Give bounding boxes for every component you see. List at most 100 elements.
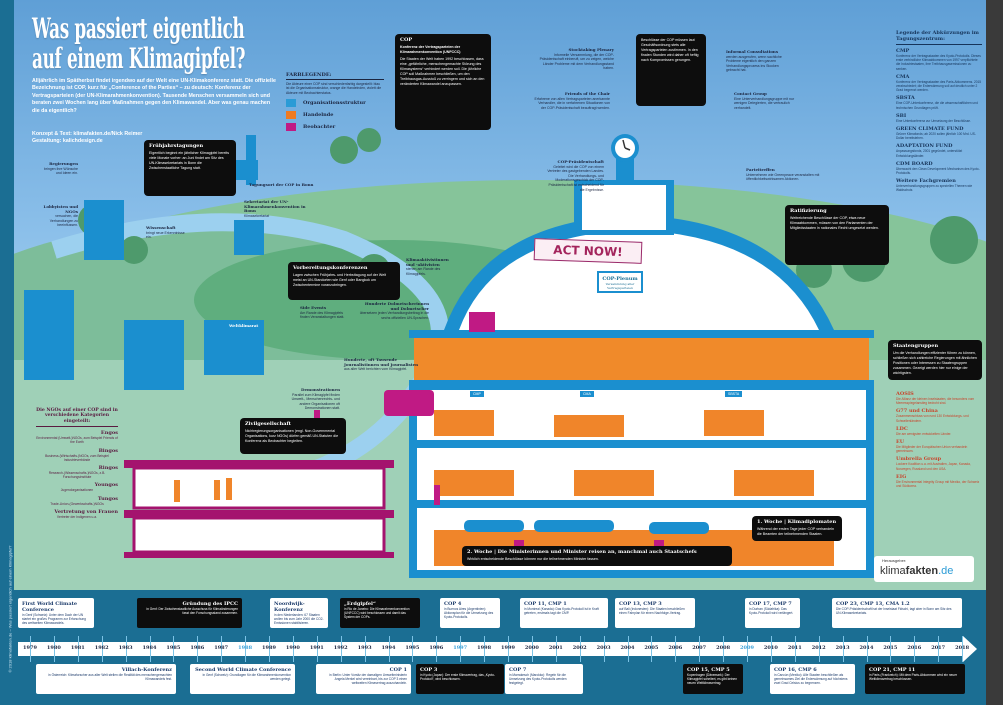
group-term: LDC	[896, 425, 908, 432]
group-term: EU	[896, 439, 905, 446]
callout-week-1: 1. Woche | Klimadiplomaten Während der e…	[752, 516, 842, 541]
legend-label: Handelnde	[303, 112, 334, 119]
plenum-subtitle: Versammlung aller Vertragsparteien	[605, 282, 635, 290]
color-legend: FARBLEGENDE: Die Akteure einer COP sind …	[286, 72, 384, 135]
imprint-strip: © 2018 klimafakten.de – Was passiert eig…	[0, 0, 14, 673]
publisher-logo[interactable]: Herausgeber: klimafakten.de	[874, 556, 974, 582]
callout-week-2: 2. Woche | Die Ministerinnen und Ministe…	[462, 546, 732, 566]
timeline-tick	[962, 636, 964, 662]
page-title: Was passiert eigentlich auf einem Klimag…	[32, 14, 246, 74]
timeline-year: 2000	[524, 645, 539, 651]
timeline-year: 2001	[548, 645, 563, 651]
timeline-tick	[699, 636, 701, 662]
legend-item: Beobachter	[286, 123, 384, 132]
sidebar-desc: Konferenz der Vertragsstaaten des Paris-…	[896, 79, 982, 93]
note-text: aus aller Welt berichten vom Klimagipfel…	[344, 367, 408, 372]
event-title: COP 17, CMP 7	[749, 601, 792, 607]
note-bonn: Tagungsort der COP in Bonn	[249, 182, 329, 188]
note-title: Tagungsort der COP in Bonn	[249, 182, 314, 187]
timeline-arrow-icon	[963, 636, 977, 662]
event-title: COP 4	[444, 601, 462, 607]
timeline-tick	[603, 636, 605, 662]
note-title: Klimaaktivistinnen und -aktivisten	[406, 257, 449, 267]
timeline-year: 1989	[262, 645, 276, 651]
timeline-year: 1981	[70, 645, 85, 651]
ngo-building	[124, 460, 394, 558]
event-text: in Genf: Der Zwischenstaatliche Ausschus…	[146, 607, 238, 616]
callout-final-hours: Beschlüsse der COP müssen laut Geschäfts…	[636, 34, 706, 106]
car	[534, 520, 614, 532]
event-title: COP 13, CMP 3	[619, 601, 662, 607]
ngo-term: Engos	[100, 430, 118, 437]
event-title: COP 3	[420, 667, 438, 673]
tree	[330, 136, 358, 164]
callout-staatengruppen: Staatengruppen Um die Verhandlungen effi…	[888, 340, 982, 380]
timeline-tick	[149, 636, 151, 662]
timeline-year: 1988	[238, 645, 253, 651]
timeline-tick	[723, 636, 725, 662]
timeline-tick	[388, 636, 390, 662]
callout-text: Während der ersten Tage jeder COP verhan…	[757, 527, 834, 536]
sidebar-term: SBI	[896, 112, 907, 119]
event-text: auf Bali (Indonesien): Die Staaten besch…	[619, 607, 685, 616]
ngo-desc: Business-(Wirtschafts-)NGOs, zum Beispie…	[45, 453, 109, 462]
timeline-tick	[508, 636, 509, 662]
poster: Was passiert eigentlich auf einem Klimag…	[14, 0, 986, 590]
event-title: Villach-Konferenz	[121, 667, 172, 673]
timeline-year: 2014	[859, 645, 874, 651]
scenery	[14, 128, 986, 590]
credit-design: Gestaltung: kalichdesign.de	[32, 138, 103, 145]
group-desc: Die Allianz der kleinen Inselstaaten, di…	[896, 397, 975, 406]
timeline-year: 1999	[501, 645, 515, 651]
callout-text: Um die Verhandlungen effizienter führen …	[893, 351, 977, 375]
timeline-tick	[101, 636, 103, 662]
timeline-year: 1995	[405, 645, 420, 651]
note-text: Geleitet wird die COP von einem Vertrete…	[547, 164, 604, 192]
tv-van	[384, 390, 434, 416]
event-text: in Kyoto (Japan): Der erste Klimavertrag…	[420, 673, 495, 682]
ngo-term: Tungos	[97, 495, 118, 502]
callout-title: Ratifizierung	[790, 208, 827, 214]
frame-edge	[986, 0, 1003, 705]
timeline-year: 1980	[46, 645, 61, 651]
callout-text: Beschlüsse der COP müssen laut Geschäfts…	[641, 38, 699, 62]
timeline-year: 2013	[835, 645, 850, 651]
callout-subtitle: Konferenz der Vertragsparteien der Klima…	[400, 45, 461, 54]
room-label-sbsta: SBSTA	[724, 390, 744, 398]
timeline-tick	[866, 636, 868, 662]
room-label-cmp: CMP	[469, 390, 485, 398]
timeline-year: 2006	[668, 645, 683, 651]
group-term: Umbrella Group	[896, 456, 942, 463]
note-title: Lobbyisten und NGOs	[43, 204, 78, 214]
ngo-desc: Environmental (Umwelt-)NGOs, zum Beispie…	[36, 436, 118, 445]
timeline-tick	[460, 636, 462, 662]
timeline-year: 2009	[740, 645, 754, 651]
swatch-magenta	[286, 123, 296, 132]
room-label-cma: CMA	[579, 390, 595, 398]
note-title: Contact Group	[734, 91, 767, 96]
note-text: bringen ihre Wünsche und Ideen ein.	[43, 166, 78, 176]
callout-vorbereitung: Vorbereitungskonferenzen Lagen zwischen …	[288, 262, 400, 300]
callout-title: Vorbereitungskonferenzen	[293, 265, 368, 271]
timeline-year: 2012	[811, 645, 826, 651]
timeline-tick	[627, 636, 629, 662]
event-text: in Paris (Frankreich): Mit dem Paris-Abk…	[869, 673, 958, 682]
legend-label: Organisationsstruktur	[303, 100, 366, 107]
callout-text: Weitreichende Beschlüsse der COP, etwa n…	[790, 216, 879, 230]
note-text: werden ausgerufen, wenn sachliche Proble…	[726, 54, 782, 73]
note-campus: Weltklimarat	[229, 323, 279, 329]
note-text: Unternehmen wie Greenpeace veranstalten …	[746, 172, 820, 182]
tree	[357, 128, 381, 152]
callout-text: Lagen zwischen Frühjahrs- und Herbsttagu…	[293, 273, 387, 287]
credits: Konzept & Text: klimafakten.de/Nick Reim…	[32, 131, 142, 146]
group-desc: Lockere Koalition u.a. mit Australien, J…	[896, 462, 971, 471]
